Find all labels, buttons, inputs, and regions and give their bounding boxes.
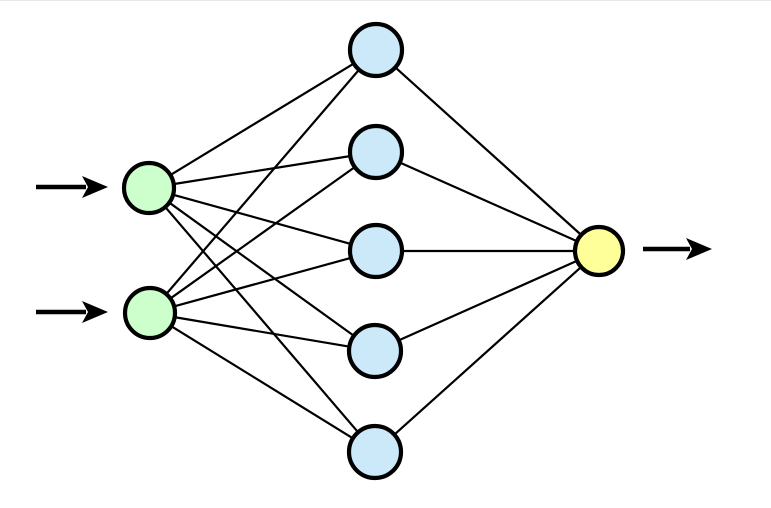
node-i1[interactable] (121, 160, 177, 216)
node-h3[interactable] (347, 222, 405, 280)
edge-h2-o1 (399, 161, 578, 242)
edge-i1-h2 (173, 155, 351, 185)
edge-i1-h5 (164, 206, 359, 433)
node-h5[interactable] (346, 423, 404, 481)
edge-h5-o1 (394, 266, 582, 435)
node-circle-h2[interactable] (347, 123, 405, 181)
node-circle-h1[interactable] (347, 21, 405, 79)
node-circle-h5[interactable] (346, 423, 404, 481)
edge-i2-h3 (174, 257, 351, 308)
node-i2[interactable] (122, 285, 178, 341)
edge-h4-o1 (398, 260, 578, 342)
node-circle-i2[interactable] (122, 285, 178, 341)
edge-i2-h5 (171, 325, 353, 439)
in-arrow-1-head (82, 176, 108, 198)
node-circle-o1[interactable] (572, 224, 626, 278)
arrow-layer (36, 176, 712, 323)
out-arrow-1-head (686, 238, 712, 260)
edge-h1-o1 (395, 67, 582, 236)
node-h2[interactable] (347, 123, 405, 181)
in-arrow-2-head (82, 301, 108, 323)
node-circle-i1[interactable] (121, 160, 177, 216)
edge-layer (164, 63, 582, 439)
node-h1[interactable] (347, 21, 405, 79)
edge-i1-h4 (169, 202, 355, 337)
edge-i2-h2 (170, 166, 355, 299)
node-circle-h3[interactable] (347, 222, 405, 280)
node-h4[interactable] (346, 322, 404, 380)
edge-i1-h3 (173, 193, 351, 245)
edge-i1-h1 (170, 63, 354, 176)
edge-i2-h1 (165, 69, 360, 295)
node-o1[interactable] (572, 224, 626, 278)
node-circle-h4[interactable] (346, 322, 404, 380)
node-layer (121, 21, 626, 481)
edge-i2-h4 (174, 316, 350, 348)
